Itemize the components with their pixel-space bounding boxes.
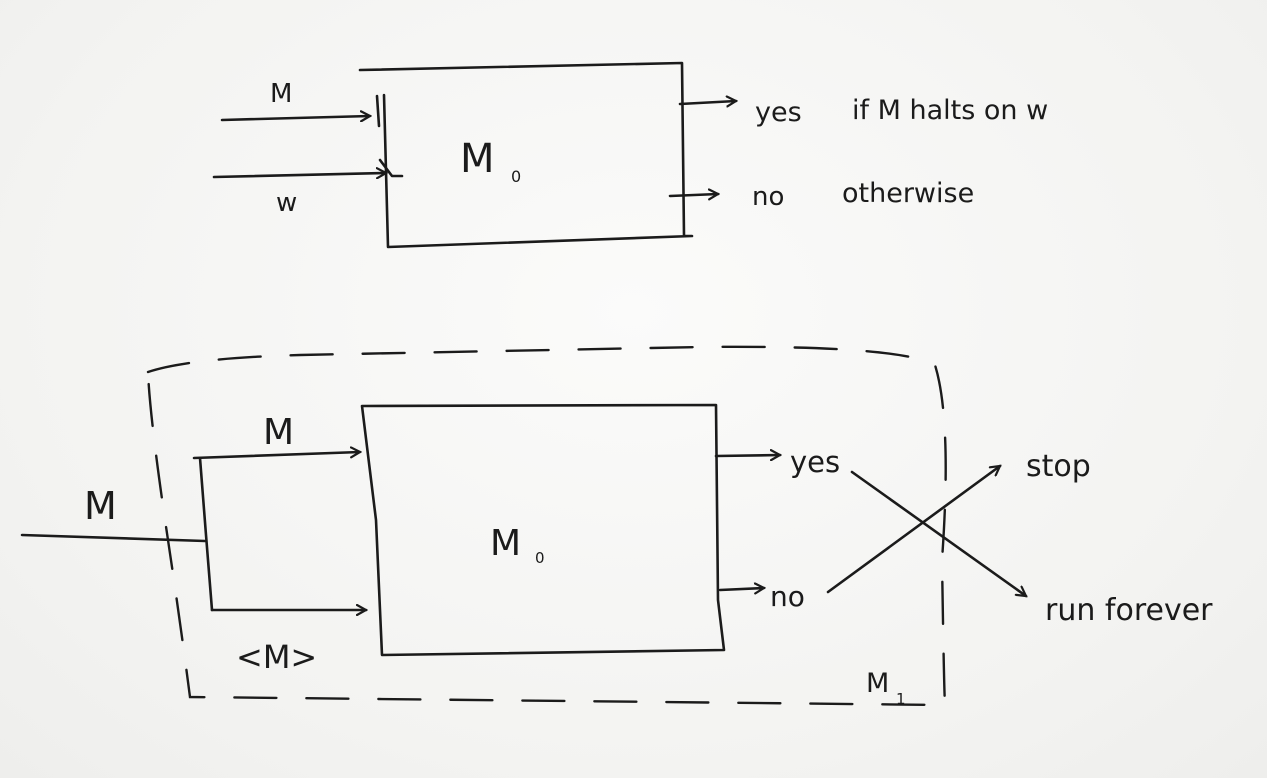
bottom-output-no-label: no (770, 580, 805, 613)
copier-label-bottom: <M> (236, 638, 317, 676)
top-input-tick (375, 94, 404, 178)
top-output-yes-condition: if M halts on w (852, 95, 1048, 126)
outer-input-line (20, 533, 207, 543)
result-run-forever-label: run forever (1045, 593, 1213, 628)
no-to-stop-arrow (826, 466, 1000, 594)
copier-box (198, 456, 214, 612)
bottom-output-arrow-yes (714, 455, 780, 456)
bottom-machine-subscript: 0 (535, 549, 545, 567)
top-output-no-condition: otherwise (842, 178, 974, 209)
copier-label-top: M (263, 412, 294, 453)
top-output-yes-label: yes (755, 97, 802, 128)
yes-to-run-forever-arrow (850, 470, 1026, 596)
result-stop-label: stop (1026, 449, 1091, 484)
bottom-machine-label: M (490, 523, 521, 564)
wrapper-label: M (866, 668, 889, 699)
top-output-arrow-no (668, 194, 718, 196)
wrapper-subscript: 1 (896, 690, 906, 708)
top-m0-box (358, 61, 694, 249)
top-machine-subscript: 0 (511, 167, 521, 186)
bottom-reduction-diagram: M M <M> M 0 yes no stop run forever M 1 (20, 345, 1213, 708)
top-input-label-w: w (276, 188, 297, 218)
bottom-output-yes-label: yes (790, 445, 840, 479)
outer-input-label: M (84, 484, 117, 528)
top-machine-label: M (460, 136, 495, 182)
top-input-arrow-m (220, 116, 370, 120)
bottom-m0-box (360, 403, 726, 657)
top-output-arrow-yes (678, 101, 736, 104)
top-output-no-label: no (752, 182, 784, 212)
top-input-arrow-w (212, 173, 386, 177)
top-decider-diagram: M w M 0 yes if M halts on w no otherwise (212, 61, 1048, 249)
top-input-label-m: M (270, 79, 292, 109)
copier-output-arrow-m (192, 452, 360, 460)
bottom-output-arrow-no (718, 588, 764, 590)
